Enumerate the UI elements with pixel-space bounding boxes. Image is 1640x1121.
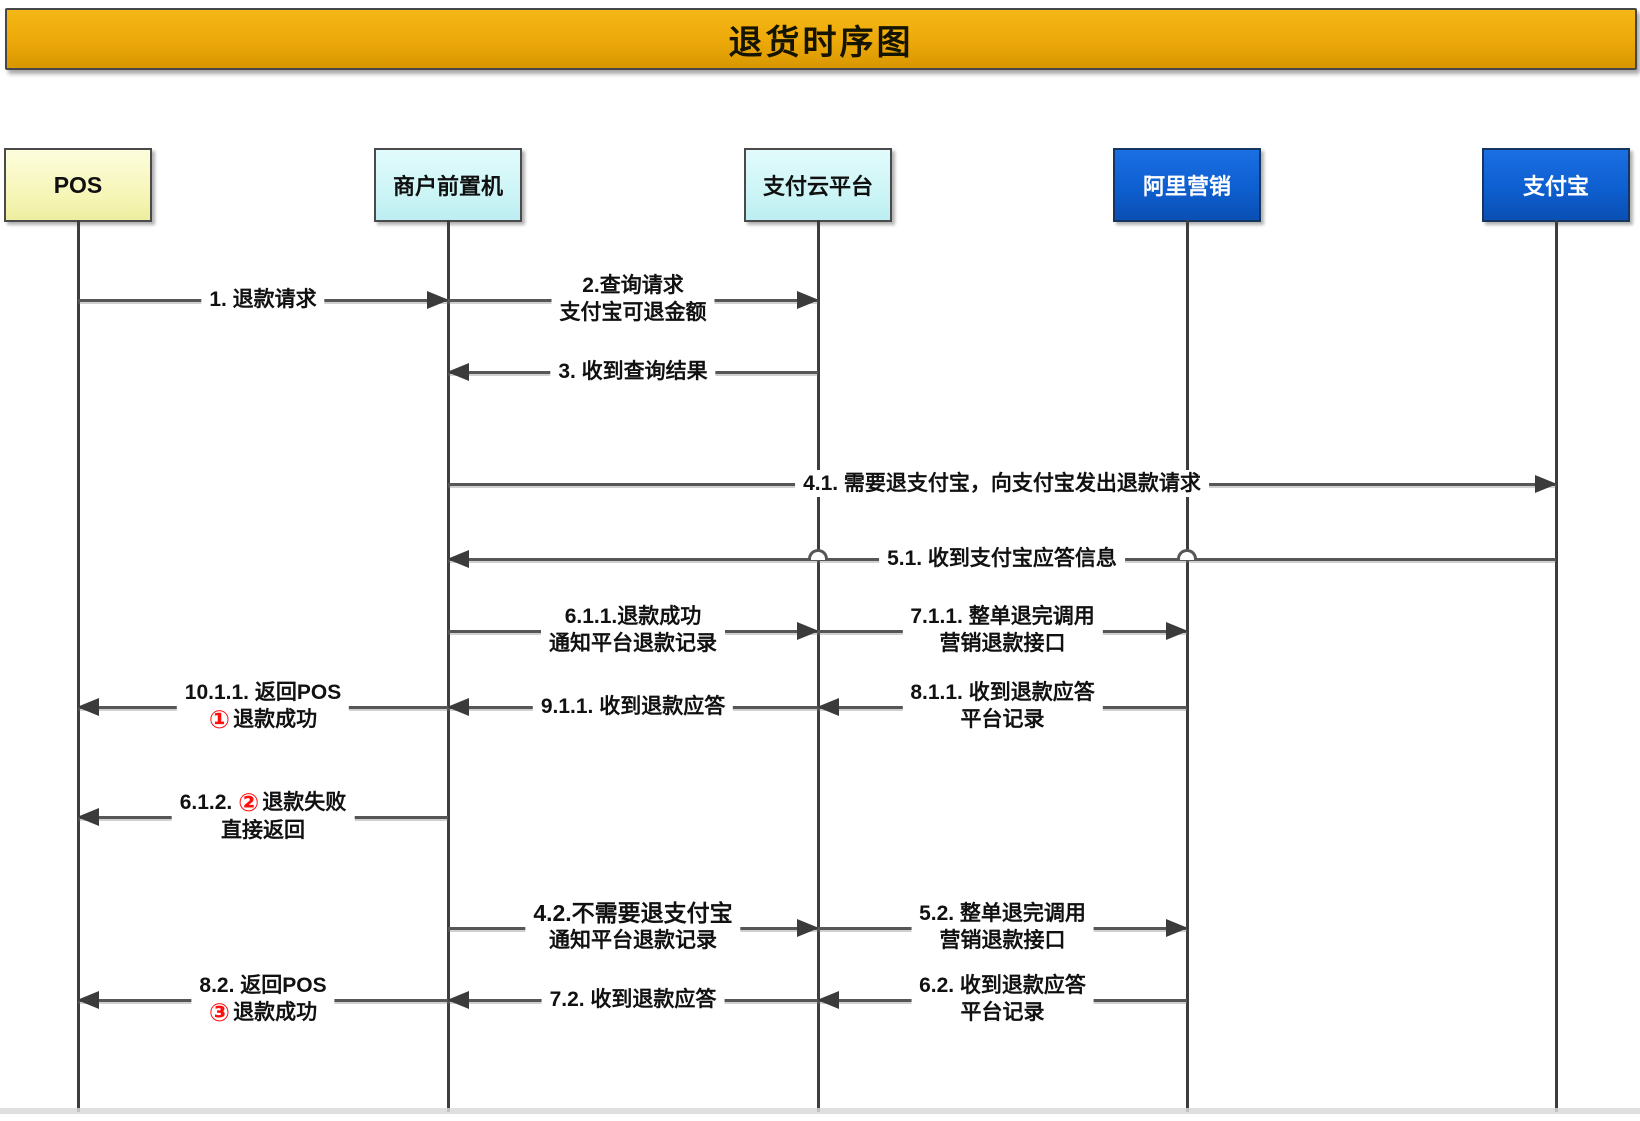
arrowhead-right-icon xyxy=(797,622,819,640)
actor-box-pos: POS xyxy=(4,148,152,222)
actor-label-merchant-front: 商户前置机 xyxy=(392,174,503,199)
diagram-title: 退货时序图 xyxy=(728,23,914,62)
actor-label-alipay: 支付宝 xyxy=(1522,174,1589,199)
arrowhead-left-icon xyxy=(447,991,469,1009)
lifeline-pos xyxy=(76,220,80,1112)
message-label-6-1-1: 6.1.1.退款成功 通知平台退款记录 xyxy=(541,603,725,657)
message-label-3: 3. 收到查询结果 xyxy=(550,358,716,385)
message-label-2: 2.查询请求 支付宝可退金额 xyxy=(551,272,715,326)
arrowhead-right-icon xyxy=(1166,622,1188,640)
circled-number-1-icon: ① xyxy=(208,706,231,734)
arrowhead-left-icon xyxy=(447,550,469,568)
arrowhead-right-icon xyxy=(797,919,819,937)
actor-label-pos: POS xyxy=(53,171,103,198)
message-label-7-1-1: 7.1.1. 整单退完调用 营销退款接口 xyxy=(902,603,1103,657)
lifeline-ali-marketing xyxy=(1185,220,1189,1112)
actor-box-alipay: 支付宝 xyxy=(1482,148,1630,222)
arrowhead-left-icon xyxy=(817,991,839,1009)
line-hop-icon xyxy=(1177,549,1197,560)
arrowhead-right-icon xyxy=(1535,475,1557,493)
arrowhead-left-icon xyxy=(77,808,99,826)
circled-number-2-icon: ② xyxy=(238,789,260,817)
message-label-5-2: 5.2. 整单退完调用 营销退款接口 xyxy=(911,900,1094,954)
lifeline-alipay xyxy=(1554,220,1558,1112)
arrowhead-left-icon xyxy=(77,991,99,1009)
actor-box-ali-marketing: 阿里营销 xyxy=(1113,148,1261,222)
arrowhead-right-icon xyxy=(797,291,819,309)
arrowhead-left-icon xyxy=(77,698,99,716)
actor-box-pay-cloud: 支付云平台 xyxy=(744,148,892,222)
message-label-6-2: 6.2. 收到退款应答 平台记录 xyxy=(911,972,1094,1026)
arrowhead-right-icon xyxy=(427,291,449,309)
page-bottom-edge xyxy=(0,1108,1640,1114)
diagram-title-bar: 退货时序图 xyxy=(5,8,1637,70)
lifeline-merchant-front xyxy=(446,220,450,1112)
message-label-9-1-1: 9.1.1. 收到退款应答 xyxy=(532,693,734,720)
arrowhead-left-icon xyxy=(447,363,469,381)
message-label-8-1-1: 8.1.1. 收到退款应答 平台记录 xyxy=(902,679,1103,733)
message-label-7-2: 7.2. 收到退款应答 xyxy=(541,986,725,1013)
arrowhead-left-icon xyxy=(447,698,469,716)
actor-box-merchant-front: 商户前置机 xyxy=(374,148,522,222)
line-hop-icon xyxy=(808,549,828,560)
arrowhead-left-icon xyxy=(817,698,839,716)
actor-label-pay-cloud: 支付云平台 xyxy=(762,174,873,199)
message-label-4-2: 4.2.不需要退支付宝 通知平台退款记录 xyxy=(525,900,741,954)
message-label-1: 1. 退款请求 xyxy=(201,286,325,313)
circled-number-3-icon: ③ xyxy=(208,999,231,1027)
message-label-4-1: 4.1. 需要退支付宝，向支付宝发出退款请求 xyxy=(795,470,1209,497)
message-label-5-1: 5.1. 收到支付宝应答信息 xyxy=(879,545,1125,572)
actor-label-ali-marketing: 阿里营销 xyxy=(1142,174,1231,199)
lifeline-pay-cloud xyxy=(816,220,820,1112)
arrowhead-right-icon xyxy=(1166,919,1188,937)
